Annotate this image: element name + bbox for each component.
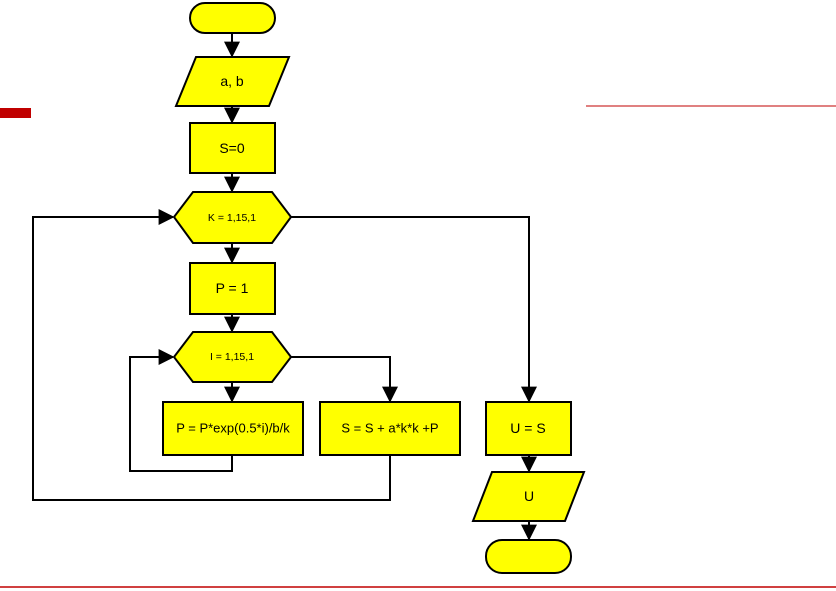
init-s-label: S=0 <box>219 140 245 156</box>
connector-outer-loop-back <box>32 209 391 501</box>
assign-u-label: U = S <box>510 420 545 436</box>
connector-loop-i-exit <box>291 356 398 403</box>
update-s-box <box>319 401 461 456</box>
init-p-box <box>189 262 276 315</box>
start-terminator <box>189 2 276 34</box>
update-s-label: S = S + a*k*k +P <box>341 421 438 436</box>
init-s-box <box>189 122 276 174</box>
loop-i-hexagon <box>172 331 293 383</box>
assign-u-box <box>485 401 572 456</box>
input-ab-parallelogram <box>174 56 291 107</box>
slide-accent-bar <box>0 108 31 118</box>
loop-k-label: K = 1,15,1 <box>208 212 256 224</box>
connector-inner-loop-back <box>129 349 233 472</box>
end-terminator <box>485 539 572 574</box>
output-u-parallelogram <box>471 471 586 522</box>
connector-loop-k-exit <box>291 216 537 403</box>
loop-k-hexagon <box>172 191 293 244</box>
loop-i-label: I = 1,15,1 <box>210 351 254 363</box>
update-p-label: P = P*exp(0.5*i)/b/k <box>176 421 290 436</box>
output-u-label: U <box>524 488 534 504</box>
init-p-label: P = 1 <box>216 280 249 296</box>
update-p-box <box>162 401 304 456</box>
input-ab-label: a, b <box>220 73 244 89</box>
